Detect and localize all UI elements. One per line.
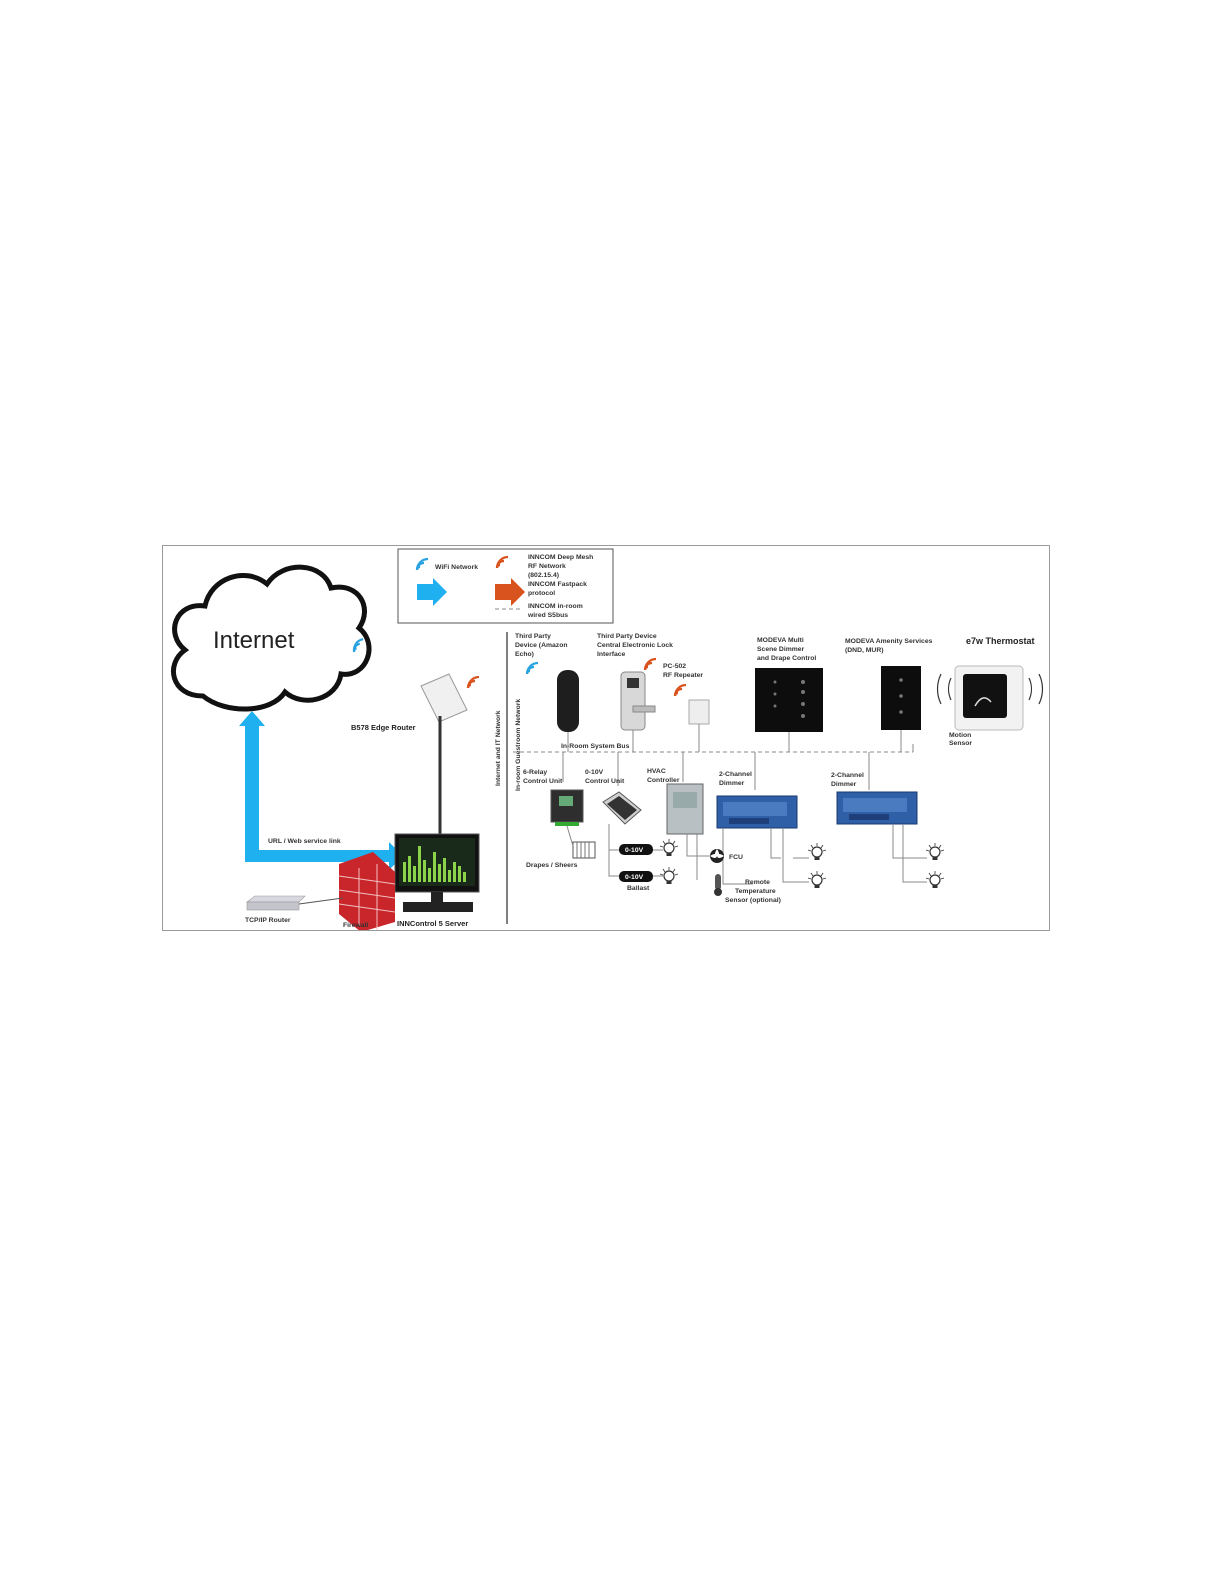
lock-label-line: Interface bbox=[597, 651, 626, 658]
it-network-label: Internet and IT Network bbox=[495, 710, 502, 786]
bus-label: In-Room System Bus bbox=[561, 743, 630, 750]
echo-label-line: Third Party bbox=[515, 633, 551, 640]
tcpip-router-icon bbox=[246, 895, 344, 911]
edge-router bbox=[420, 673, 481, 836]
firewall-icon bbox=[338, 852, 396, 930]
zero-ten-label-line: 0-10V bbox=[585, 769, 604, 776]
bulb-icon bbox=[925, 870, 945, 889]
legend: WiFi Network INNCOM Deep Mesh RF Network… bbox=[397, 548, 614, 624]
rf-repeater-device bbox=[688, 699, 710, 725]
edge-router-label: B578 Edge Router bbox=[351, 723, 416, 732]
motion-label-line: Motion bbox=[949, 732, 971, 739]
thermostat-label: e7w Thermostat bbox=[966, 636, 1035, 646]
two-channel-dimmer-1 bbox=[716, 795, 798, 829]
repeater-label-line: PC-502 bbox=[663, 663, 686, 670]
legend-fastpack-line: INNCOM Fastpack bbox=[528, 581, 587, 588]
ballast-tag-text: 0-10V bbox=[625, 874, 644, 881]
zero-ten-control-unit bbox=[602, 791, 642, 825]
web-link-label: URL / Web service link bbox=[268, 838, 341, 845]
remote-temperature-sensor-icon bbox=[714, 874, 722, 896]
legend-mesh-line: RF Network bbox=[528, 563, 566, 570]
bulb-icon bbox=[807, 870, 827, 889]
relay-label-line: 6-Relay bbox=[523, 769, 547, 776]
remote-temp-label-line: Temperature bbox=[735, 888, 776, 895]
web-service-link-arrow bbox=[239, 711, 403, 870]
bulb-icon bbox=[925, 842, 945, 861]
modeva-scene-label-line: and Drape Control bbox=[757, 655, 816, 662]
relay-label-line: Control Unit bbox=[523, 778, 563, 785]
echo-wifi-icon bbox=[525, 661, 540, 676]
ballast-tag-1: 0-10V bbox=[619, 844, 653, 855]
modeva-scene-label-line: Scene Dimmer bbox=[757, 646, 805, 653]
electronic-lock-device bbox=[620, 671, 656, 731]
legend-mesh-line: INNCOM Deep Mesh bbox=[528, 554, 593, 561]
dimmer1-label-line: Dimmer bbox=[719, 780, 745, 787]
cloud-icon bbox=[170, 564, 372, 712]
fcu-label: FCU bbox=[729, 854, 743, 861]
fastpack-arrow-icon bbox=[495, 578, 525, 606]
tcpip-router-label: TCP/IP Router bbox=[245, 917, 291, 924]
lock-label-line: Third Party Device bbox=[597, 633, 657, 640]
amazon-echo-device bbox=[557, 670, 579, 732]
modeva-amenity-panel bbox=[881, 666, 921, 730]
echo-label-line: Device (Amazon bbox=[515, 642, 568, 649]
remote-temp-label-line: Remote bbox=[745, 879, 770, 886]
echo-label-line: Echo) bbox=[515, 651, 534, 658]
repeater-label-line: RF Repeater bbox=[663, 672, 703, 679]
remote-temp-label-line: Sensor (optional) bbox=[725, 897, 781, 904]
legend-fastpack-line: protocol bbox=[528, 590, 555, 597]
modeva-amenity-label-line: (DND, MUR) bbox=[845, 647, 884, 654]
guestroom-network-label: In-room Guestroom Network bbox=[515, 699, 522, 791]
inncontrol-server bbox=[394, 833, 480, 912]
internet-cloud: Internet bbox=[170, 564, 372, 712]
legend-bus-line: INNCOM in-room bbox=[528, 603, 583, 610]
lock-rf-icon bbox=[643, 657, 658, 672]
drapes-label: Drapes / Sheers bbox=[526, 862, 578, 869]
router-rf-icon bbox=[466, 675, 481, 690]
bulb-icon bbox=[807, 842, 827, 861]
fcu-fan-icon bbox=[710, 849, 724, 863]
wifi-arrow-icon bbox=[417, 578, 447, 606]
legend-mesh-line: (802.15.4) bbox=[528, 572, 559, 579]
ballast-tag-text: 0-10V bbox=[625, 847, 644, 854]
repeater-rf-icon bbox=[673, 683, 688, 698]
bus-connections bbox=[562, 724, 914, 790]
zero-ten-label-line: Control Unit bbox=[585, 778, 625, 785]
server-label: INNControl 5 Server bbox=[397, 919, 468, 928]
e7w-thermostat-device bbox=[936, 665, 1044, 731]
legend-wifi-label: WiFi Network bbox=[435, 564, 478, 571]
internet-label: Internet bbox=[213, 627, 295, 654]
dimmer1-label-line: 2-Channel bbox=[719, 771, 752, 778]
lock-label-line: Central Electronic Lock bbox=[597, 642, 673, 649]
six-relay-control-unit bbox=[550, 789, 584, 826]
bulb-icon bbox=[659, 838, 679, 857]
legend-bus-line: wired S5bus bbox=[527, 612, 568, 619]
modeva-amenity-label-line: MODEVA Amenity Services bbox=[845, 638, 933, 645]
ballast-label: Ballast bbox=[627, 885, 650, 892]
motion-label-line: Sensor bbox=[949, 740, 972, 747]
modeva-scene-panel bbox=[755, 668, 823, 732]
drapes-icon bbox=[566, 825, 596, 859]
two-channel-dimmer-2 bbox=[836, 791, 918, 825]
modeva-scene-label-line: MODEVA Multi bbox=[757, 637, 804, 644]
dimmer2-label-line: 2-Channel bbox=[831, 772, 864, 779]
hvac-label-line: HVAC bbox=[647, 768, 666, 775]
dimmer2-label-line: Dimmer bbox=[831, 781, 857, 788]
ballast-tag-2: 0-10V bbox=[619, 871, 653, 882]
network-diagram-figure: WiFi Network INNCOM Deep Mesh RF Network… bbox=[162, 545, 1050, 931]
hvac-label-line: Controller bbox=[647, 777, 680, 784]
firewall-label: Firewall bbox=[343, 922, 368, 929]
hvac-controller bbox=[666, 783, 704, 835]
